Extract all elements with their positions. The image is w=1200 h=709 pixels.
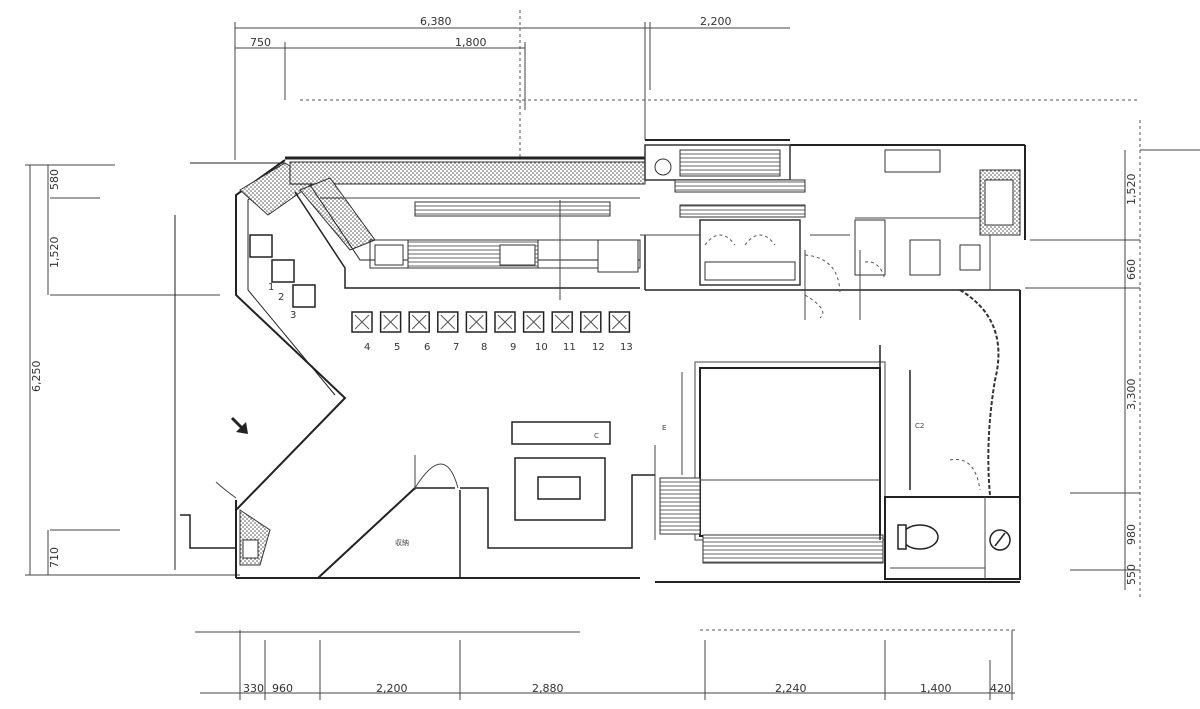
mark-c2: C2 — [915, 422, 924, 430]
top-dimension-lines: 6,380 2,200 750 1,800 — [234, 10, 1141, 600]
toilet-icon — [901, 524, 939, 550]
mark-e: E — [662, 424, 666, 432]
bar-stools: 1 2 3 4 5 6 7 8 9 10 11 12 13 — [249, 234, 633, 353]
seat-number-4: 4 — [364, 342, 370, 353]
dim-bottom-4: 2,880 — [532, 682, 564, 695]
toilet-room — [884, 496, 1021, 580]
seat-number-12: 12 — [592, 342, 605, 353]
dim-top-3: 750 — [250, 36, 271, 49]
stool-cross-b — [383, 314, 398, 330]
storage-room: 収納 — [317, 455, 655, 579]
right-dimension-lines: 1,520 660 3,300 980 550 — [1025, 149, 1200, 590]
stool-2 — [271, 259, 295, 283]
dim-top-4: 1,800 — [455, 36, 487, 49]
dim-bottom-2: 960 — [272, 682, 293, 695]
curved-partition — [959, 289, 1000, 496]
dim-right-3: 3,300 — [1125, 379, 1138, 411]
seat-number-13: 13 — [620, 342, 633, 353]
dim-bottom-7: 420 — [990, 682, 1011, 695]
seat-number-7: 7 — [453, 342, 459, 353]
seat-number-1: 1 — [268, 282, 274, 293]
stool-cross-b — [612, 314, 627, 330]
dim-left-2: 1,520 — [48, 237, 61, 269]
bar-counter — [289, 161, 646, 300]
stool-cross-b — [497, 314, 513, 330]
seat-number-10: 10 — [535, 342, 548, 353]
mark-c: C — [594, 432, 599, 440]
dim-right-2: 660 — [1125, 259, 1138, 280]
dim-right-4: 980 — [1125, 524, 1138, 545]
stool-cross-b — [583, 314, 599, 330]
dim-bottom-6: 1,400 — [920, 682, 952, 695]
private-room: E C2 — [659, 345, 981, 564]
seat-number-11: 11 — [563, 342, 576, 353]
seat-number-6: 6 — [424, 342, 430, 353]
stool-cross-b — [440, 314, 456, 330]
bottom-dimension-lines: 330 960 2,200 2,880 2,240 1,400 420 — [195, 629, 1015, 700]
dim-left-4: 710 — [48, 547, 61, 568]
entrance-arrow-icon — [230, 416, 248, 434]
dim-right-1: 1,520 — [1125, 174, 1138, 206]
room-label-storage: 収納 — [395, 538, 409, 547]
stool-cross-b — [554, 314, 570, 330]
seat-number-2: 2 — [278, 292, 284, 303]
seat-number-9: 9 — [510, 342, 516, 353]
kitchen-area — [640, 144, 1021, 320]
dim-right-5: 550 — [1125, 564, 1138, 585]
dim-bottom-5: 2,240 — [775, 682, 807, 695]
dim-left-3: 6,250 — [30, 361, 43, 393]
stool-1 — [249, 234, 273, 258]
stool-cross-b — [469, 314, 484, 330]
stool-cross-b — [526, 314, 541, 330]
dim-bottom-1: 330 — [243, 682, 264, 695]
seat-number-5: 5 — [394, 342, 400, 353]
seat-number-8: 8 — [481, 342, 487, 353]
dim-bottom-3: 2,200 — [376, 682, 408, 695]
seat-number-3: 3 — [290, 310, 296, 321]
stool-cross-b — [411, 314, 427, 330]
stool-cross-b — [354, 314, 370, 330]
dim-top-1: 6,380 — [420, 15, 452, 28]
left-dimension-lines: 580 1,520 6,250 710 — [25, 164, 240, 576]
center-tables: C — [511, 421, 656, 540]
dim-top-2: 2,200 — [700, 15, 732, 28]
dim-left-1: 580 — [48, 169, 61, 190]
closet — [215, 481, 271, 566]
stool-3 — [292, 284, 316, 308]
